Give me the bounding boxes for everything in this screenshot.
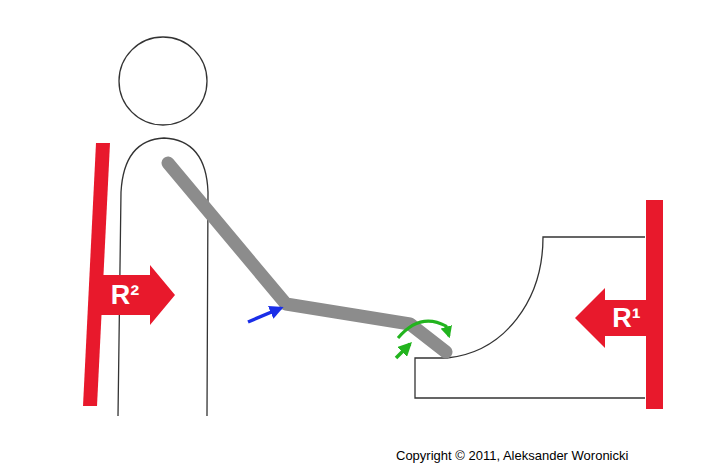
wall-left	[83, 143, 110, 406]
arm	[168, 163, 446, 352]
torque-arrow	[398, 321, 449, 338]
reaction-label: R²	[111, 282, 140, 309]
copyright-note: Copyright © 2011, Aleksander Woronicki	[396, 448, 628, 463]
reaction-label: R¹	[612, 305, 641, 332]
head	[119, 37, 207, 125]
arrow-shape	[575, 288, 648, 348]
force-arrow-label: R¹	[575, 288, 648, 348]
force-arrow	[396, 344, 410, 358]
force-arrow-label: R²	[100, 265, 175, 325]
wall-right	[646, 200, 663, 409]
force-arrow	[248, 308, 281, 322]
arrow-shape	[100, 265, 175, 325]
